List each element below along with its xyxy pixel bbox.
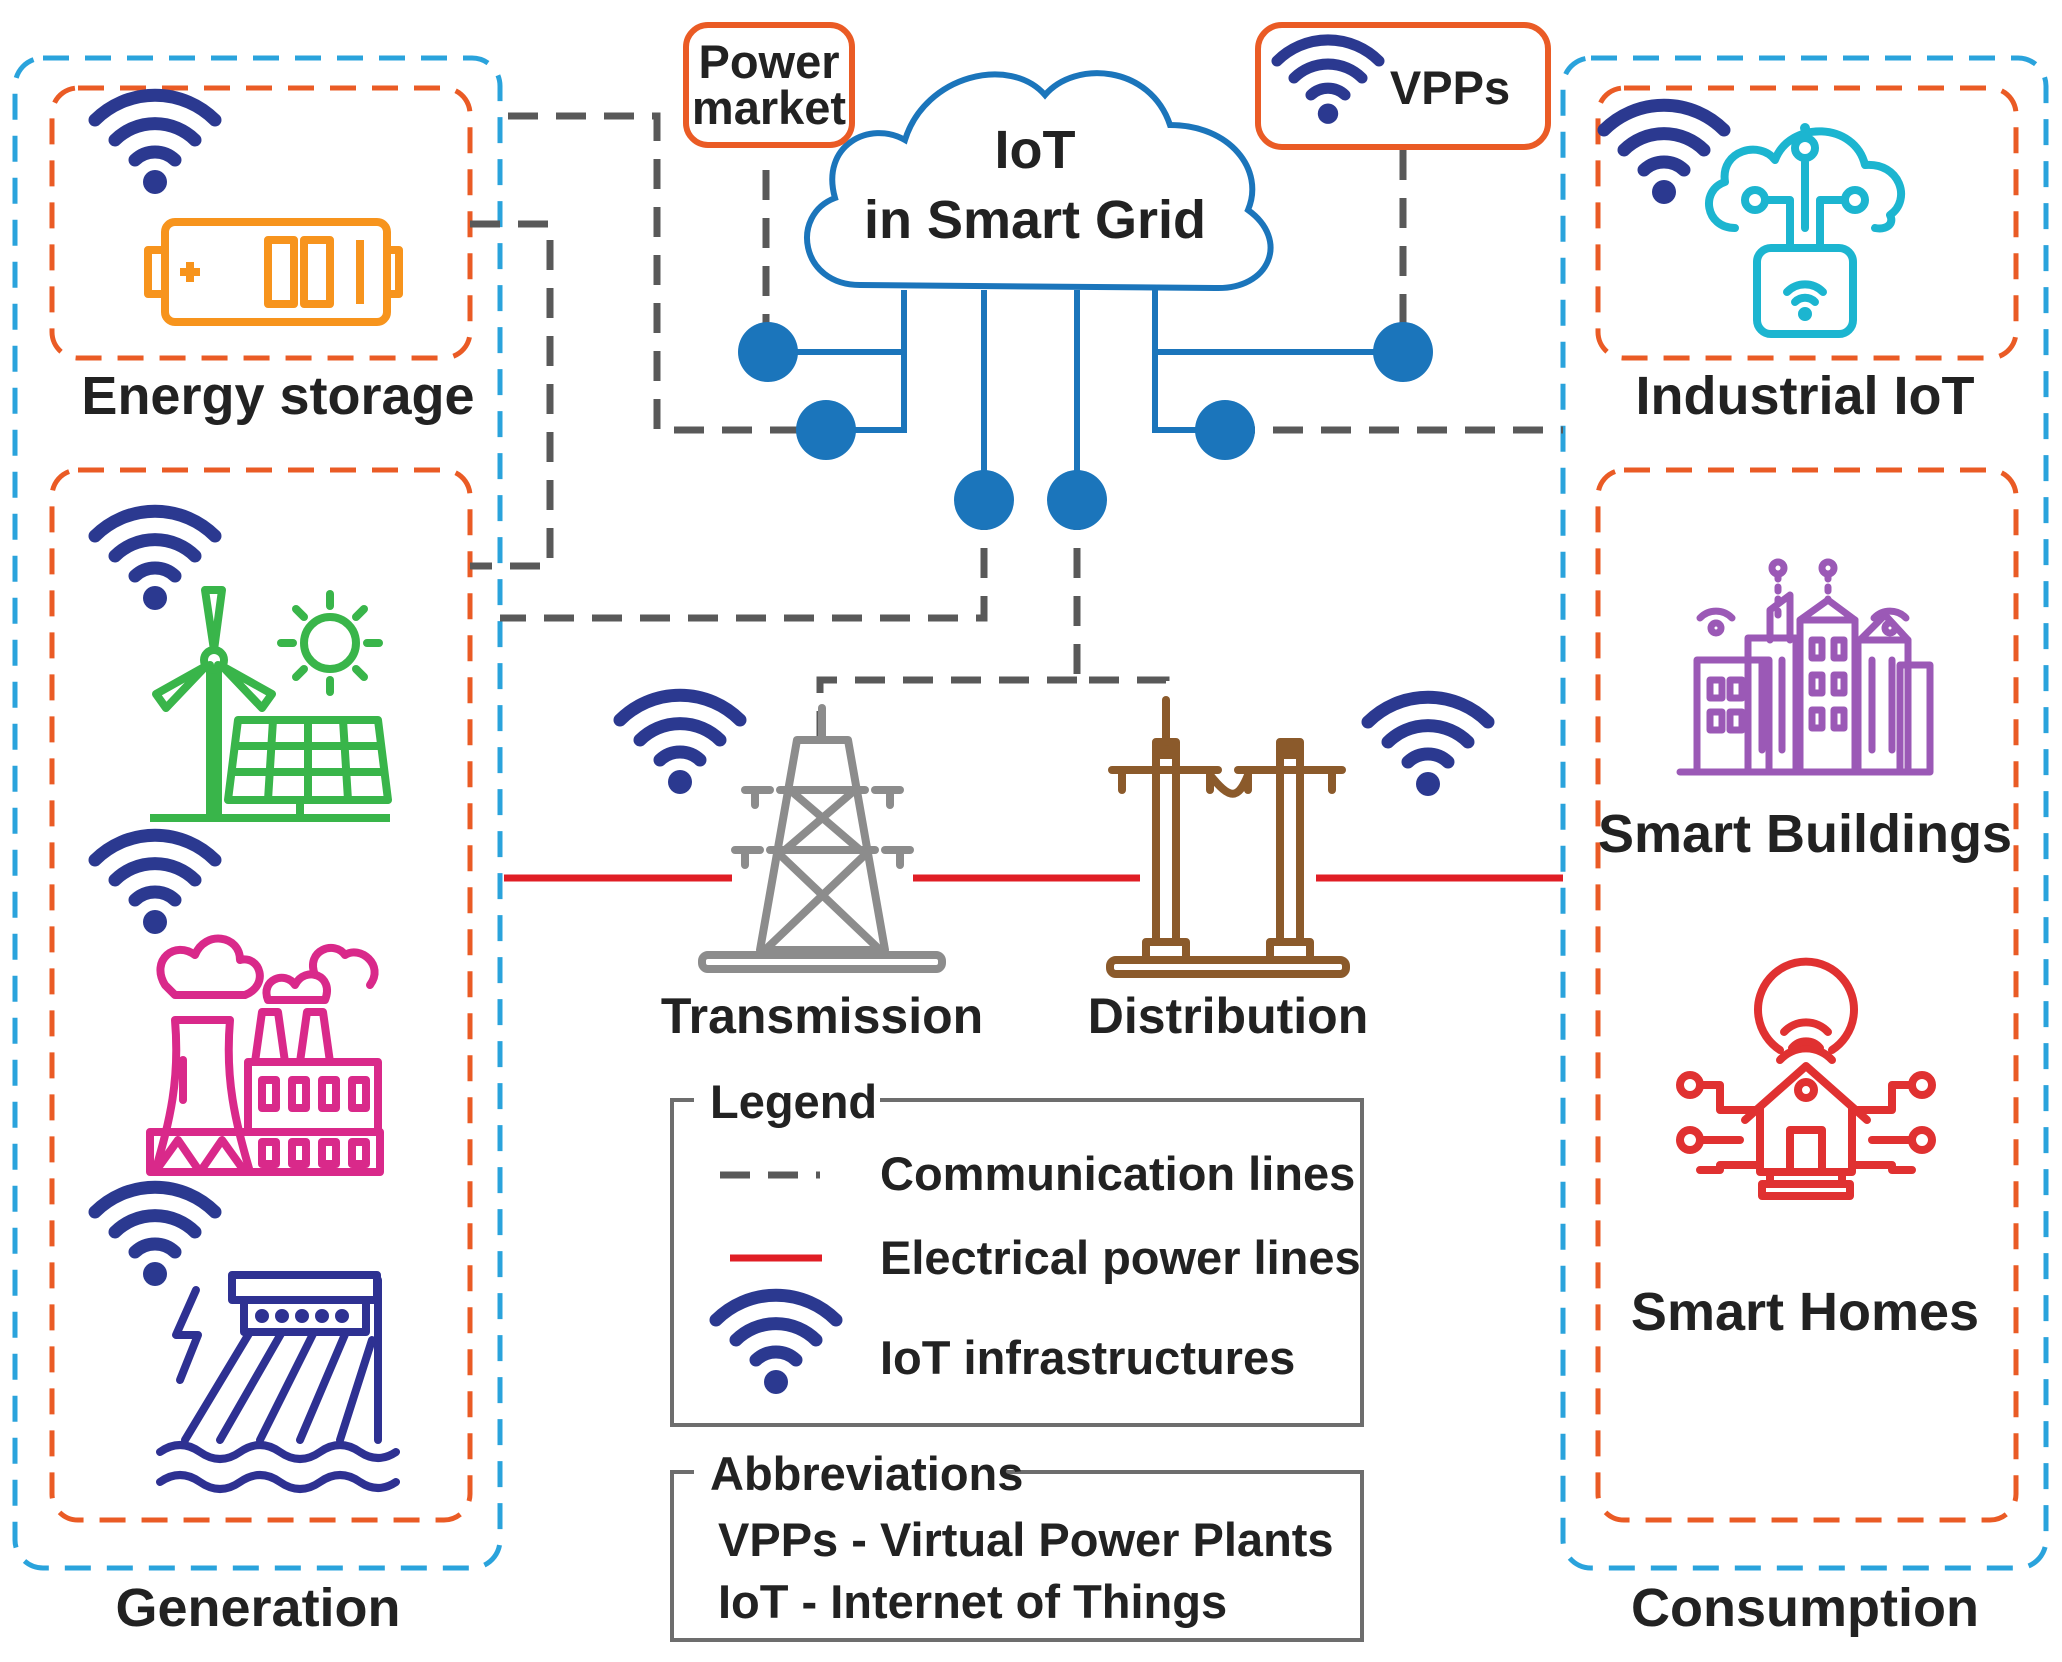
generation-label: Generation <box>115 1578 400 1638</box>
industrial-iot-label: Industrial IoT <box>1635 366 1974 426</box>
wifi-icon <box>1604 105 1724 204</box>
wifi-icon <box>95 511 215 610</box>
wifi-icon <box>95 1187 215 1286</box>
abbreviation-vpps: VPPs - Virtual Power Plants <box>718 1513 1334 1566</box>
distribution-pole-icon <box>1106 696 1350 978</box>
legend-title-bg <box>694 1078 880 1122</box>
vpps-label: VPPs <box>1390 61 1510 114</box>
industrial-iot-border <box>1595 85 2019 361</box>
power-market-box <box>683 22 855 148</box>
wifi-icon <box>95 95 215 194</box>
abbreviations-title-bg <box>694 1450 1002 1494</box>
energy-storage-label: Energy storage <box>81 366 474 426</box>
transmission-tower-icon <box>698 704 946 973</box>
legend-electrical-label: Electrical power lines <box>880 1231 1361 1284</box>
generation-group-border <box>12 55 503 1571</box>
legend-iot-label: IoT infrastructures <box>880 1331 1295 1384</box>
smart-buildings-label: Smart Buildings <box>1598 804 2012 864</box>
legend-communication-label: Communication lines <box>880 1147 1355 1200</box>
solar-panel-icon <box>150 716 392 822</box>
smart-buildings-icon <box>1676 558 1934 776</box>
smart-consumers-border <box>1595 467 2019 1523</box>
cloud-bus <box>768 290 1403 500</box>
consumption-label: Consumption <box>1631 1578 1979 1638</box>
legend-box <box>670 1098 1364 1427</box>
cloud-icon <box>804 70 1274 292</box>
smart-homes-label: Smart Homes <box>1631 1282 1979 1342</box>
abbreviations-title: Abbreviations <box>710 1447 1023 1500</box>
distribution-label: Distribution <box>1088 988 1369 1044</box>
abbreviations-box <box>670 1470 1364 1642</box>
cloud-title-line1: IoT <box>995 120 1076 180</box>
consumption-group-border <box>1560 55 2049 1571</box>
wind-turbine-icon <box>152 586 276 819</box>
power-market-line1: Power <box>698 35 839 88</box>
legend-title: Legend <box>710 1075 877 1128</box>
bus-nodes <box>738 322 1433 530</box>
wifi-icon <box>1368 697 1488 796</box>
generation-sources-border <box>49 467 473 1523</box>
industrial-cloud-icon <box>1705 127 1906 338</box>
transmission-label: Transmission <box>661 988 983 1044</box>
cloud-title-line2: in Smart Grid <box>864 190 1206 250</box>
wifi-icon <box>620 695 740 794</box>
sun-icon <box>277 590 383 696</box>
abbreviation-iot: IoT - Internet of Things <box>718 1575 1227 1628</box>
thermal-plant-icon <box>146 934 384 1176</box>
hydro-dam-icon <box>156 1271 400 1493</box>
wifi-icon <box>95 835 215 934</box>
power-market-line2: market <box>692 81 846 134</box>
industrial-top-node <box>1800 123 1810 133</box>
smart-home-icon <box>1676 957 1936 1200</box>
battery-icon <box>144 218 403 326</box>
